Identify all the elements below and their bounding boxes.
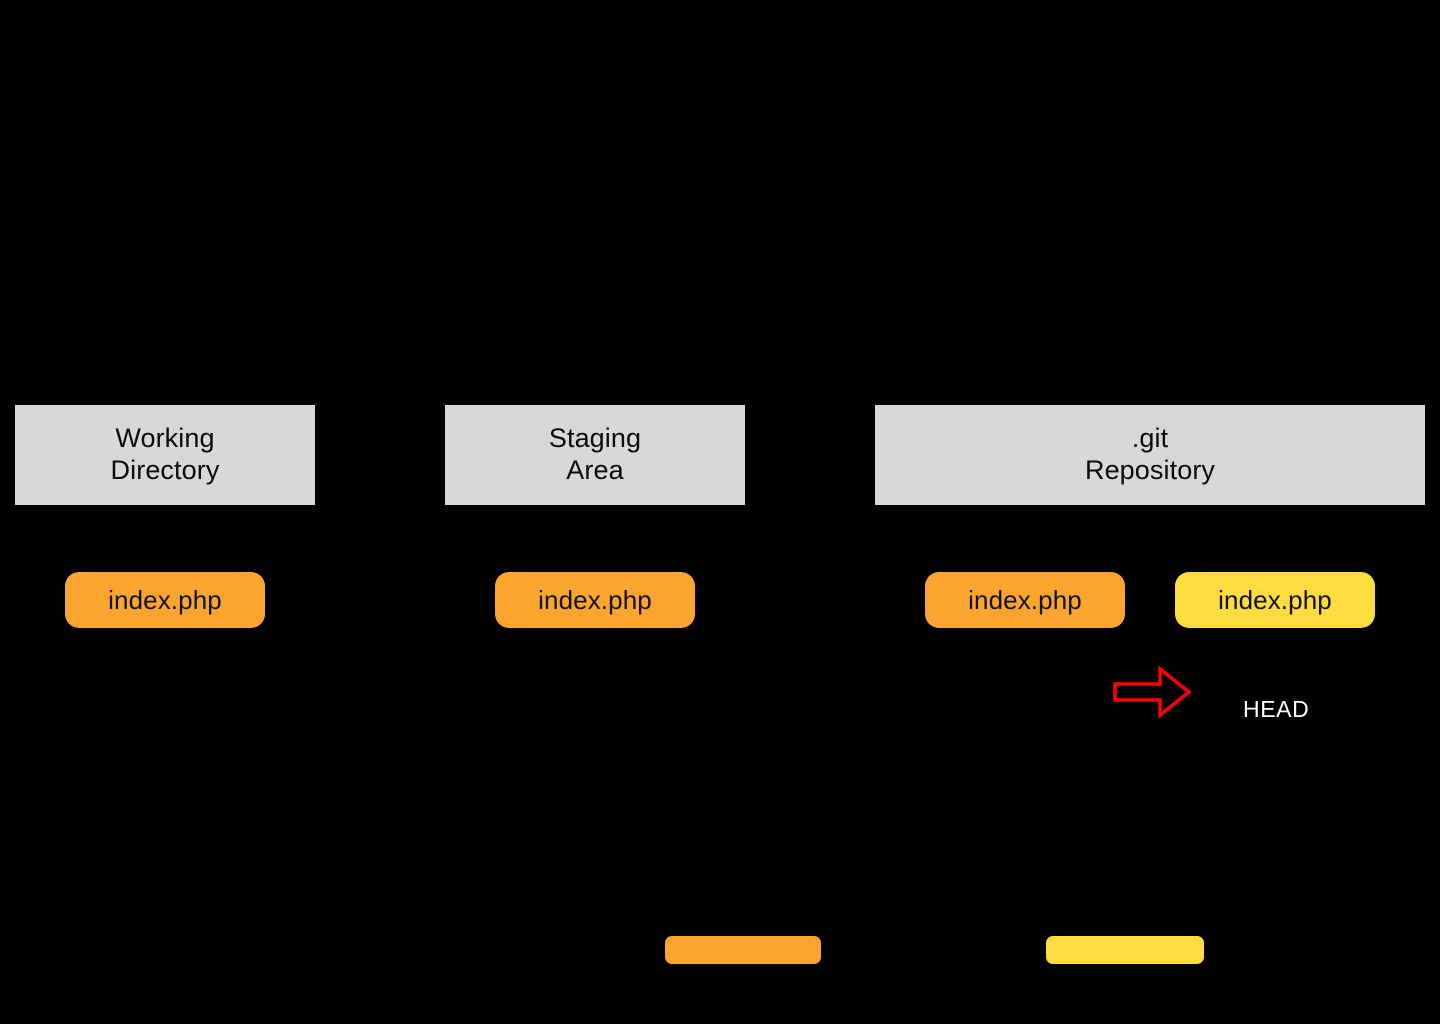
file-pill-label: index.php (968, 584, 1082, 615)
area-title-line-2: Directory (110, 455, 220, 485)
area-title-line-2: Area (566, 455, 624, 485)
file-pill-label: index.php (1218, 584, 1332, 615)
legend-swatch-orange (665, 936, 821, 964)
file-pill-staging-area[interactable]: index.php (495, 572, 695, 628)
arrow-right-icon (1113, 665, 1192, 719)
file-pill-repository-head-commit[interactable]: index.php (1175, 572, 1375, 628)
file-pill-repository-previous-commit[interactable]: index.php (925, 572, 1125, 628)
area-title-line-2: Repository (1084, 455, 1216, 485)
file-pill-label: index.php (108, 584, 222, 615)
area-box-working-directory: Working Directory (15, 405, 315, 505)
area-title-line-1: .git (1131, 423, 1169, 454)
area-title-line-1: Working (115, 423, 215, 454)
head-pointer-label: HEAD (1243, 696, 1310, 722)
area-box-staging-area: Staging Area (445, 405, 745, 505)
file-pill-working-directory[interactable]: index.php (65, 572, 265, 628)
legend-swatch-yellow (1046, 936, 1204, 964)
area-box-git-repository: .git Repository (875, 405, 1425, 505)
file-pill-label: index.php (538, 584, 652, 615)
area-title-line-1: Staging (548, 423, 642, 454)
